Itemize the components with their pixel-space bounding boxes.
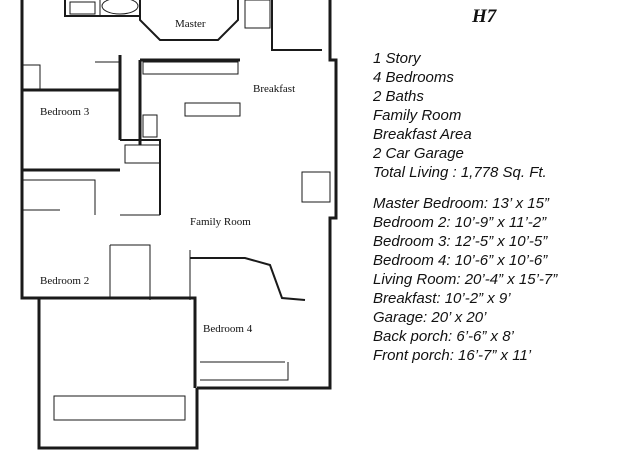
plan-specifications: 1 Story 4 Bedrooms 2 Baths Family Room B… (373, 49, 635, 365)
room-label-breakfast: Breakfast (253, 83, 295, 95)
room-size-item: Front porch: 16’-7” x 11’ (373, 347, 532, 364)
tub (101, 0, 139, 15)
room-label-bedroom-3: Bedroom 3 (40, 106, 90, 118)
exterior-wall (197, 0, 338, 390)
feature-item: Family Room (373, 107, 462, 124)
tub (124, 144, 161, 164)
fireplace (301, 171, 331, 203)
room-size-item: Master Bedroom: 13’ x 15” (373, 195, 549, 212)
room-label-bedroom-4: Bedroom 4 (203, 323, 253, 335)
wall (110, 244, 151, 300)
exterior-wall (271, 0, 322, 51)
room-label-family-room: Family Room (190, 216, 251, 228)
room-size-item: Bedroom 4: 10’-6” x 10’-6” (373, 252, 548, 269)
closet (244, 0, 271, 29)
feature-item: 1 Story (373, 50, 421, 67)
tub (69, 1, 96, 15)
spacer (373, 182, 635, 194)
appliance (142, 114, 158, 138)
room-size-item: Living Room: 20’-4” x 15’-7” (373, 271, 558, 288)
wall (22, 296, 197, 388)
wall (22, 179, 96, 215)
feature-item: 2 Car Garage (373, 145, 464, 162)
wall (139, 0, 239, 41)
room-size-item: Bedroom 3: 12’-5” x 10’-5” (373, 233, 548, 250)
wall (64, 0, 140, 17)
feature-item: 2 Baths (373, 88, 424, 105)
plan-title: H7 (472, 6, 497, 27)
room-size-item: Bedroom 2: 10’-9” x 11’-2” (373, 214, 547, 231)
porch (200, 362, 289, 381)
exterior-wall (20, 0, 38, 300)
exterior-wall (37, 298, 199, 450)
feature-item: Breakfast Area (373, 126, 472, 143)
feature-item: 4 Bedrooms (373, 69, 454, 86)
wall (120, 139, 161, 215)
room-size-item: Breakfast: 10’-2” x 9’ (373, 290, 511, 307)
garage-door (53, 395, 186, 421)
kitchen-island (184, 102, 241, 117)
room-label-bedroom-2: Bedroom 2 (40, 275, 89, 287)
floor-plan-drawing: Master Breakfast Bedroom 3 Family Room B… (20, 0, 338, 450)
room-size-item: Back porch: 6’-6” x 8’ (373, 328, 514, 345)
total-living-area: Total Living : 1,778 Sq. Ft. (373, 164, 547, 181)
wall (22, 64, 41, 90)
wall (190, 257, 306, 301)
wall (95, 61, 121, 90)
room-size-item: Garage: 20’ x 20’ (373, 309, 487, 326)
room-label-master: Master (175, 18, 206, 30)
counter (142, 61, 239, 75)
